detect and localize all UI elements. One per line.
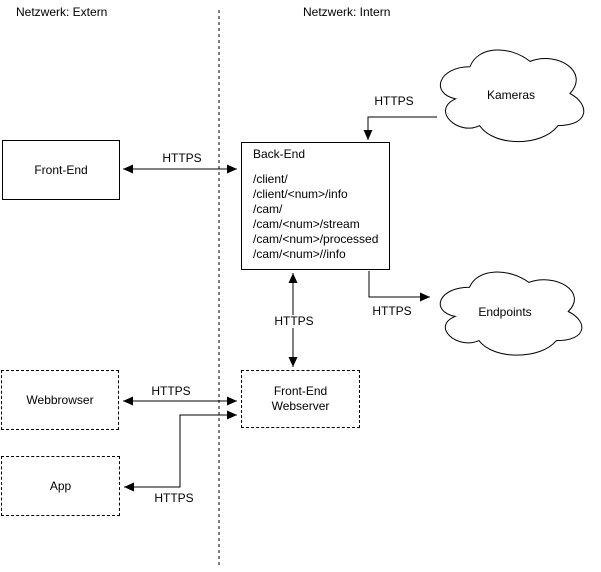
endpoint-path: /client/ — [253, 172, 288, 186]
node-front-end: Front-End — [2, 140, 120, 200]
endpoint-path: /cam/<num>/processed — [253, 232, 379, 246]
edge-label-https-kameras-backend: HTTPS — [362, 95, 426, 108]
node-frontend-webserver-label-line1: Front-End — [273, 384, 328, 398]
node-frontend-webserver-label-line2: Webserver — [271, 399, 330, 413]
node-app-label: App — [49, 478, 72, 493]
node-webbrowser-label: Webbrowser — [26, 392, 94, 407]
endpoint-path: /cam/<num>//info — [253, 247, 346, 261]
edge-backend-endpoints — [368, 271, 430, 302]
edge-label-https-app-webserver: HTTPS — [142, 492, 206, 505]
node-app: App — [1, 456, 120, 516]
edge-label-https-frontend-backend: HTTPS — [150, 152, 214, 165]
endpoint-path: /client/<num>/info — [253, 187, 348, 201]
edge-label-https-backend-endpoints: HTTPS — [360, 305, 424, 318]
endpoint-path: /cam/ — [253, 202, 283, 216]
endpoints-cloud-shape — [439, 271, 583, 356]
edge-label-https-backend-webserver: HTTPS — [262, 315, 326, 328]
zone-label-extern: Netzwerk: Extern — [16, 5, 108, 19]
edge-label-https-webbrowser-webserver: HTTPS — [139, 385, 203, 398]
node-frontend-webserver: Front-End Webserver — [241, 370, 360, 428]
endpoints-cloud-label: Endpoints — [478, 305, 532, 319]
node-frontend-webserver-label: Front-End Webserver — [272, 384, 330, 414]
node-webbrowser: Webbrowser — [1, 370, 119, 430]
node-back-end-title: Back-End — [253, 147, 306, 161]
edge-app-webserver — [124, 410, 237, 492]
zone-label-intern: Netzwerk: Intern — [303, 5, 391, 19]
edge-kameras-backend — [363, 116, 437, 140]
node-back-end: Back-End /client/ /client/<num>/info /ca… — [241, 142, 390, 270]
endpoint-path: /cam/<num>/stream — [253, 217, 360, 231]
kameras-cloud-shape — [439, 49, 585, 143]
back-end-endpoint-list: /client/ /client/<num>/info /cam/ /cam/<… — [253, 172, 385, 262]
node-front-end-label: Front-End — [34, 162, 88, 177]
kameras-cloud-label: Kameras — [486, 88, 536, 102]
